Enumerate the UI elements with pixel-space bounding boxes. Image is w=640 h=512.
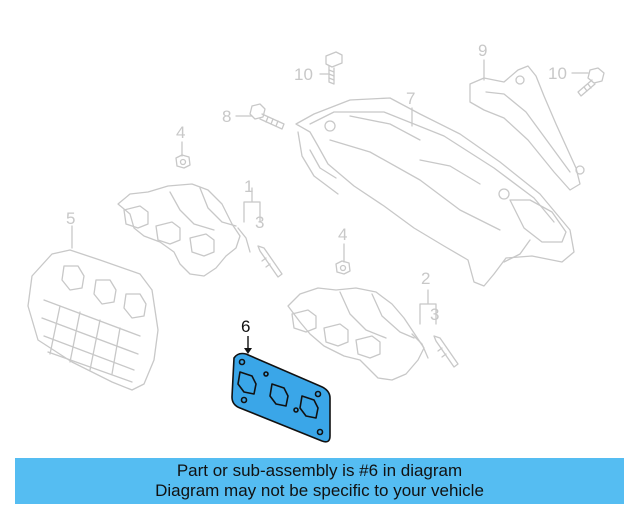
callout-5: 5 (66, 209, 75, 228)
leader-6 (244, 336, 252, 354)
banner-line-part-number: Part or sub-assembly is #6 in diagram (176, 461, 463, 480)
callout-1: 1 (244, 177, 253, 196)
leader-1 (243, 187, 261, 223)
bolt-10-right (577, 67, 605, 97)
heat-shield-5 (27, 249, 159, 391)
callout-4-upper: 4 (176, 123, 185, 142)
callout-3-upper: 3 (255, 213, 264, 232)
callout-10-left: 10 (294, 65, 313, 84)
banner-line-disclaimer: Diagram may not be specific to your vehi… (155, 481, 484, 500)
gasket-6-highlighted (231, 352, 331, 443)
nut-4-lower (335, 260, 351, 275)
callout-10-right: 10 (548, 64, 567, 83)
bolt-8 (249, 103, 285, 130)
info-banner: Part or sub-assembly is #6 in diagram Di… (15, 458, 624, 504)
heat-shield-7 (295, 97, 575, 287)
callout-8: 8 (222, 107, 231, 126)
bracket-9 (469, 65, 585, 191)
callout-4-lower: 4 (338, 225, 347, 244)
callout-9: 9 (478, 41, 487, 60)
callout-6: 6 (241, 317, 250, 336)
leader-2 (419, 289, 437, 325)
exhaust-manifold-2 (287, 287, 429, 381)
bolt-10-left (325, 51, 343, 85)
callout-7: 7 (406, 89, 415, 108)
callout-3-lower: 3 (430, 305, 439, 324)
stud-3-upper (257, 245, 283, 278)
exhaust-manifold-1 (117, 183, 251, 277)
stud-3-lower (433, 335, 459, 368)
callout-2: 2 (421, 269, 430, 288)
nut-4-upper (175, 154, 191, 169)
